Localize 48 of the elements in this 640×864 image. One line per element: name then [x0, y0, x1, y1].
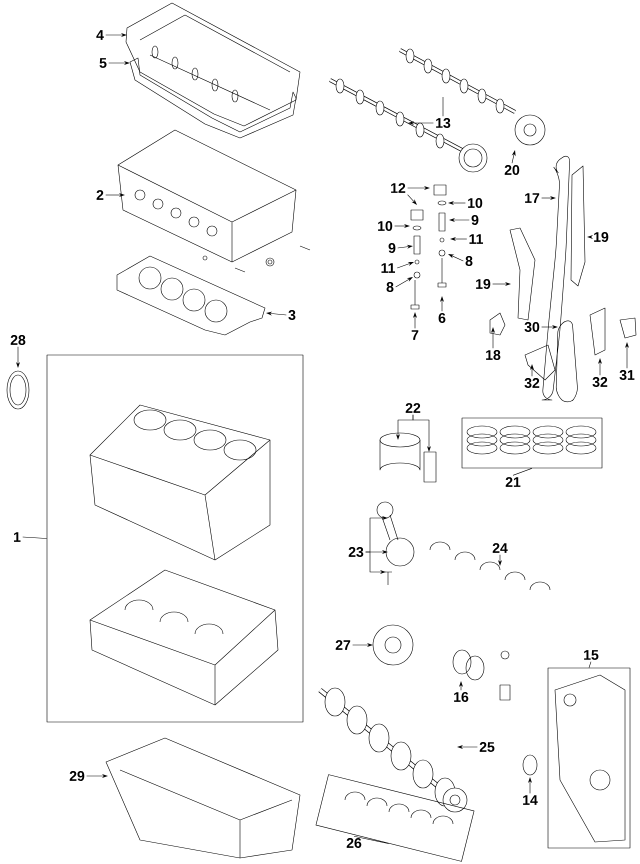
- callout-number: 8: [466, 256, 472, 266]
- callout-number: 11: [469, 234, 484, 244]
- leader-line: [407, 194, 417, 205]
- callout-number: 24: [492, 543, 508, 553]
- callout-number: 9: [388, 243, 396, 253]
- callout-number: 32: [524, 378, 540, 388]
- callout-number: 16: [454, 692, 468, 702]
- callout-number: 14: [523, 795, 538, 805]
- callout-number: 27: [336, 640, 350, 650]
- callout-number: 19: [476, 279, 490, 289]
- callout-number: 3: [288, 310, 296, 320]
- callout-number: 6: [438, 313, 446, 323]
- leader-line: [512, 468, 532, 476]
- callout-number: 21: [506, 477, 520, 487]
- callout-number: 13: [436, 118, 450, 128]
- callout-number: 10: [468, 198, 482, 208]
- callout-number: 11: [381, 263, 396, 273]
- group-frame: [548, 668, 630, 848]
- group-frame: [462, 418, 602, 468]
- callout-number: 10: [378, 221, 392, 231]
- callout-number: 12: [391, 183, 406, 193]
- callout-number: 1: [14, 532, 20, 542]
- leader-line: [588, 661, 592, 668]
- callout-number: 26: [346, 838, 362, 848]
- callout-number: 17: [525, 193, 540, 203]
- callout-number: 23: [348, 547, 364, 557]
- callout-number: 20: [504, 165, 520, 175]
- callout-number: 22: [406, 403, 420, 413]
- callout-number: 4: [96, 30, 104, 40]
- callout-number: 32: [592, 377, 608, 387]
- callout-number: 29: [70, 771, 84, 781]
- callout-number: 8: [386, 282, 394, 292]
- group-frame: [46, 354, 304, 722]
- callout-number: 25: [480, 742, 494, 752]
- callout-number: 2: [96, 190, 104, 200]
- callout-number: 31: [620, 370, 634, 380]
- leader-line: [22, 536, 47, 539]
- callout-number: 30: [524, 322, 540, 332]
- callout-number: 9: [472, 215, 478, 225]
- leader-line: [354, 836, 389, 844]
- callout-number: 7: [412, 330, 418, 340]
- callout-number: 18: [486, 350, 500, 360]
- callout-number: 5: [100, 58, 106, 68]
- group-frame: [316, 774, 474, 862]
- callout-number: 28: [10, 335, 26, 345]
- callout-number: 19: [594, 232, 608, 242]
- leader-line: [442, 96, 444, 117]
- callout-number: 15: [584, 650, 598, 660]
